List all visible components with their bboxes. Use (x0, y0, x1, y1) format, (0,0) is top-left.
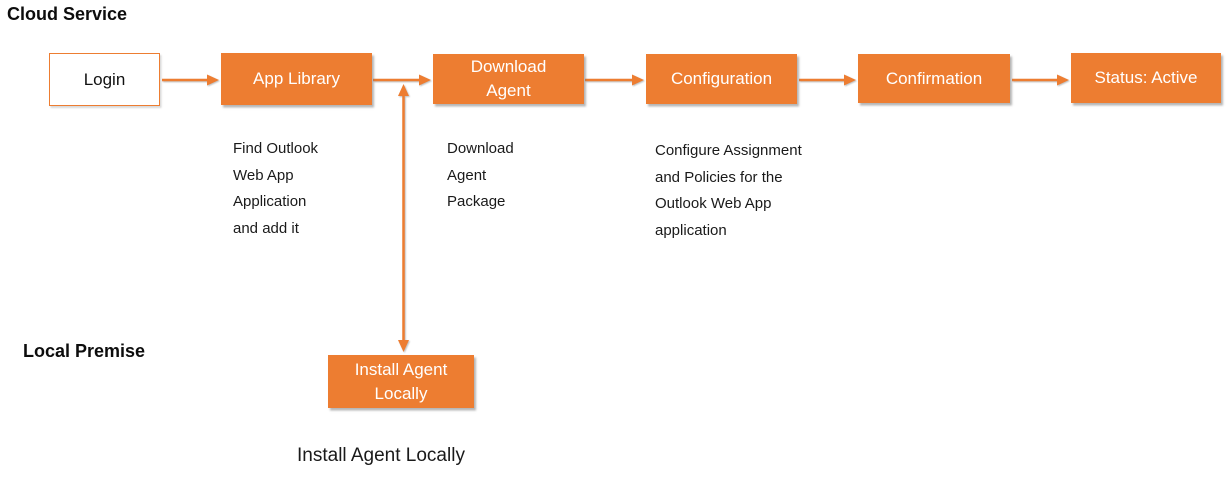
node-confirmation-label: Confirmation (885, 68, 983, 88)
arrow-confirmation-to-status (1012, 74, 1069, 86)
cloud-service-label: Cloud Service (7, 4, 128, 24)
annotation-app-library: Find Outlook Web App Application and add… (233, 140, 319, 237)
arrow-configuration-to-confirmation (799, 74, 856, 86)
node-install-agent-label: Install Agent Locally (354, 359, 448, 403)
node-status-active: Status: Active (1071, 53, 1221, 103)
annotation-download-agent: Download Agent Package (447, 140, 514, 210)
arrow-login-to-app-library (162, 74, 219, 86)
node-app-library-label: App Library (253, 69, 340, 88)
caption-install-agent: Install Agent Locally (297, 445, 465, 466)
node-download-agent-label: Download Agent (470, 57, 547, 100)
arrow-app-library-to-download-agent (373, 74, 431, 86)
arrow-download-agent-to-configuration (585, 74, 644, 86)
node-login-label: Login (83, 69, 126, 89)
annotation-configuration: Configure Assignment and Policies for th… (655, 142, 802, 239)
node-login: Login (49, 53, 160, 106)
node-status-active-label: Status: Active (1094, 68, 1198, 87)
node-app-library: App Library (221, 53, 372, 105)
node-install-agent: Install Agent Locally (328, 355, 474, 408)
node-download-agent: Download Agent (433, 54, 584, 104)
node-configuration-label: Configuration (670, 69, 773, 88)
arrow-install-agent-vertical (398, 84, 409, 352)
node-confirmation: Confirmation (858, 54, 1010, 103)
node-configuration: Configuration (646, 54, 797, 104)
local-premise-label: Local Premise (23, 341, 146, 361)
